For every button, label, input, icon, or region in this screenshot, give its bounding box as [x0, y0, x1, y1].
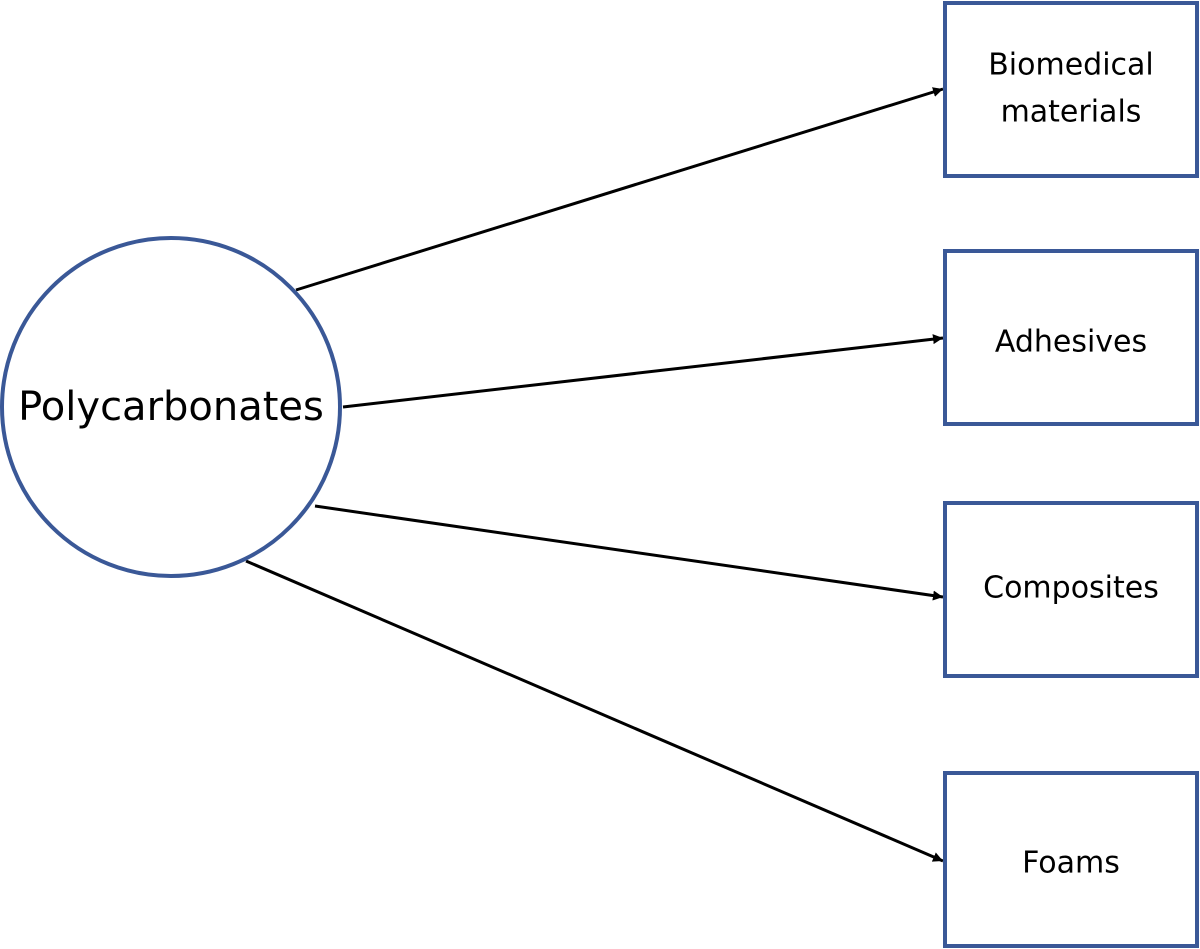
arrow-to-foams: [245, 559, 944, 863]
target-label-line: Biomedical: [988, 48, 1154, 83]
source-node: Polycarbonates: [0, 236, 342, 578]
arrow-to-composites: [314, 504, 944, 601]
source-node-label: Polycarbonates: [18, 384, 324, 430]
target-label-line: Composites: [983, 571, 1159, 606]
target-node-composites: Composites: [943, 501, 1199, 678]
target-node-biomedical-materials: Biomedical materials: [943, 1, 1199, 178]
arrow-to-adhesives: [342, 334, 944, 409]
arrow-to-biomedical-materials: [295, 87, 944, 292]
target-label-line: Foams: [1022, 846, 1120, 881]
target-label-line: Adhesives: [995, 325, 1147, 360]
target-node-adhesives: Adhesives: [943, 249, 1199, 426]
target-node-foams: Foams: [943, 771, 1199, 948]
target-label-line: materials: [1001, 95, 1142, 130]
